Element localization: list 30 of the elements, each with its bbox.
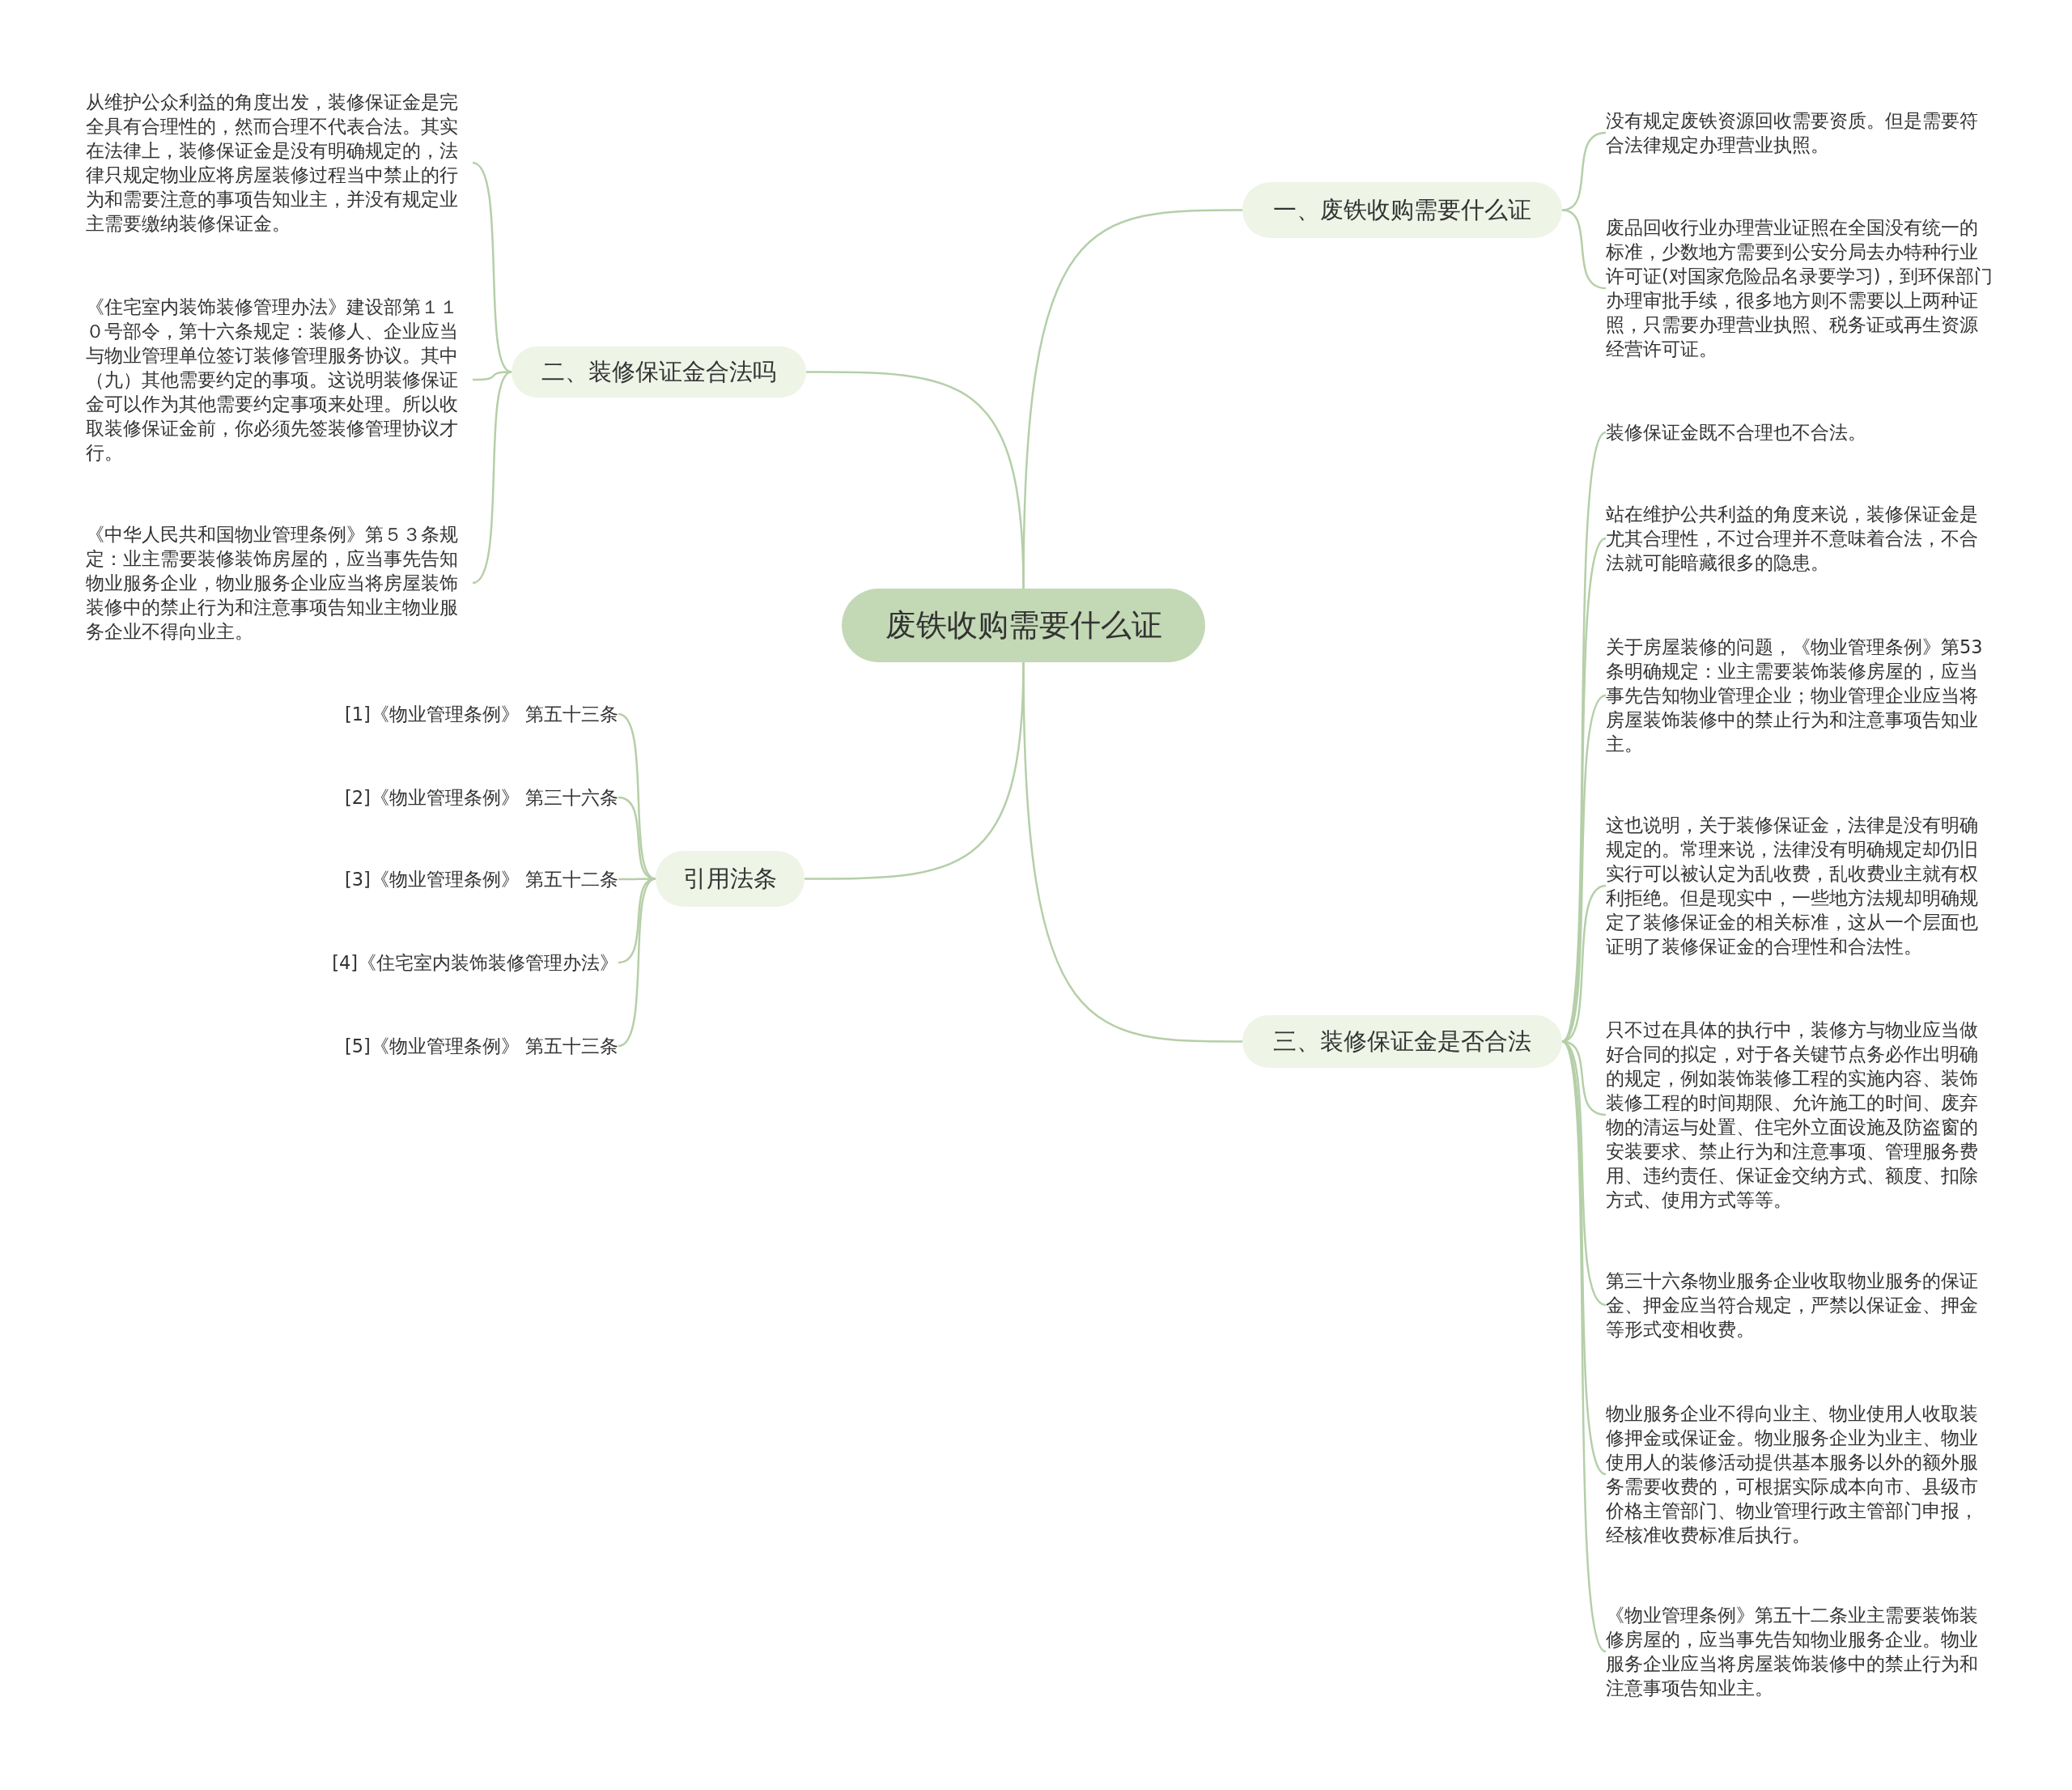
note-text: 没有规定废铁资源回收需要资质。但是需要符合法律规定办理营业执照。 bbox=[1606, 108, 1996, 157]
note-text: 废品回收行业办理营业证照在全国没有统一的标准，少数地方需要到公安分局去办特种行业许可证(对国家危险品名录要学习)，到环保部门办理审批手续，很多地方则不需要以上两种证照，只需要办理营业执照、税务证或再生资源经营许可证。 bbox=[1606, 215, 1996, 361]
note-text: 站在维护公共利益的角度来说，装修保证金是尤其合理性，不过合理并不意味着合法，不合法就可能暗藏很多的隐患。 bbox=[1606, 502, 1996, 575]
note-text: 第三十六条物业服务企业收取物业服务的保证金、押金应当符合规定，严禁以保证金、押金等形式变相收费。 bbox=[1606, 1269, 1996, 1341]
connector-line bbox=[806, 371, 1025, 589]
topic-pill: 一、废铁收购需要什么证 bbox=[1242, 182, 1562, 238]
reference-text: [4]《住宅室内装饰装修管理办法》 bbox=[332, 950, 618, 975]
topic-pill: 二、装修保证金合法吗 bbox=[512, 347, 806, 398]
topic-pill: 引用法条 bbox=[656, 851, 805, 907]
note-text: 从维护公众利益的角度出发，装修保证金是完全具有合理性的，然而合理不代表合法。其实在法律上，装修保证金是没有明确规定的，法律只规定物业应将房屋装修过程当中禁止的行为和需要注意的事项告知业主，并没有规定业主需要缴纳装修保证金。 bbox=[86, 90, 473, 236]
note-text: 《住宅室内装饰装修管理办法》建设部第１１０号部令，第十六条规定：装修人、企业应当与物业管理单位签订装修管理服务协议。其中（九）其他需要约定的事项。这说明装修保证金可以作为其他需要约定事项来处理。所以收取装修保证金前，你必须先签装修管理协议才行。 bbox=[86, 295, 473, 465]
connector-line bbox=[472, 371, 512, 585]
connector-line bbox=[1561, 538, 1607, 1043]
note-text: 《物业管理条例》第五十二条业主需要装饰装修房屋的，应当事先告知物业服务企业。物业服务企业应当将房屋装饰装修中的禁止行为和注意事项告知业主。 bbox=[1606, 1603, 1996, 1700]
reference-text: [5]《物业管理条例》 第五十三条 bbox=[344, 1034, 618, 1058]
connector-line bbox=[1560, 1040, 1607, 1652]
connector-line bbox=[1022, 661, 1242, 1043]
reference-text: [2]《物业管理条例》 第三十六条 bbox=[344, 785, 618, 810]
reference-text: [1]《物业管理条例》 第五十三条 bbox=[344, 702, 618, 726]
note-text: 只不过在具体的执行中，装修方与物业应当做好合同的拟定，对于各关键节点务必作出明确的规定，例如装饰装修工程的实施内容、装饰装修工程的时间期限、允许施工的时间、废弃物的清运与处置、住宅外立面设施及防盗窗的安装要求、禁止行为和注意事项、管理服务费用、违约责任、保证金交纳方式、额度、扣除方式、使用方式等等。 bbox=[1606, 1018, 1996, 1212]
note-text: 关于房屋装修的问题，《物业管理条例》第53条明确规定：业主需要装饰装修房屋的，应当事先告知物业管理企业；物业管理企业应当将房屋装饰装修中的禁止行为和注意事项告知业主。 bbox=[1606, 635, 1996, 756]
note-text: 这也说明，关于装修保证金，法律是没有明确规定的。常理来说，法律没有明确规定却仍旧实行可以被认定为乱收费，乱收费业主就有权利拒绝。但是现实中，一些地方法规却明确规定了装修保证金的相关标准，这从一个层面也证明了装修保证金的合理性和合法性。 bbox=[1606, 813, 1996, 959]
note-text: 物业服务企业不得向业主、物业使用人收取装修押金或保证金。物业服务企业为业主、物业使用人的装修活动提供基本服务以外的额外服务需要收费的，可根据实际成本向市、县级市价格主管部门、物业管理行政主管部门申报，经核准收费标准后执行。 bbox=[1606, 1401, 1996, 1547]
topic-pill: 三、装修保证金是否合法 bbox=[1242, 1015, 1562, 1068]
note-text: 《中华人民共和国物业管理条例》第５３条规定：业主需要装修装饰房屋的，应当事先告知物业服务企业，物业服务企业应当将房屋装饰装修中的禁止行为和注意事项告知业主物业服务企业不得向业主。 bbox=[86, 522, 473, 644]
reference-text: [3]《物业管理条例》 第五十二条 bbox=[344, 867, 618, 891]
central-topic: 废铁收购需要什么证 bbox=[842, 589, 1205, 662]
note-text: 装修保证金既不合理也不合法。 bbox=[1606, 420, 1996, 444]
connector-line bbox=[618, 878, 656, 1048]
connector-line bbox=[1561, 209, 1607, 290]
